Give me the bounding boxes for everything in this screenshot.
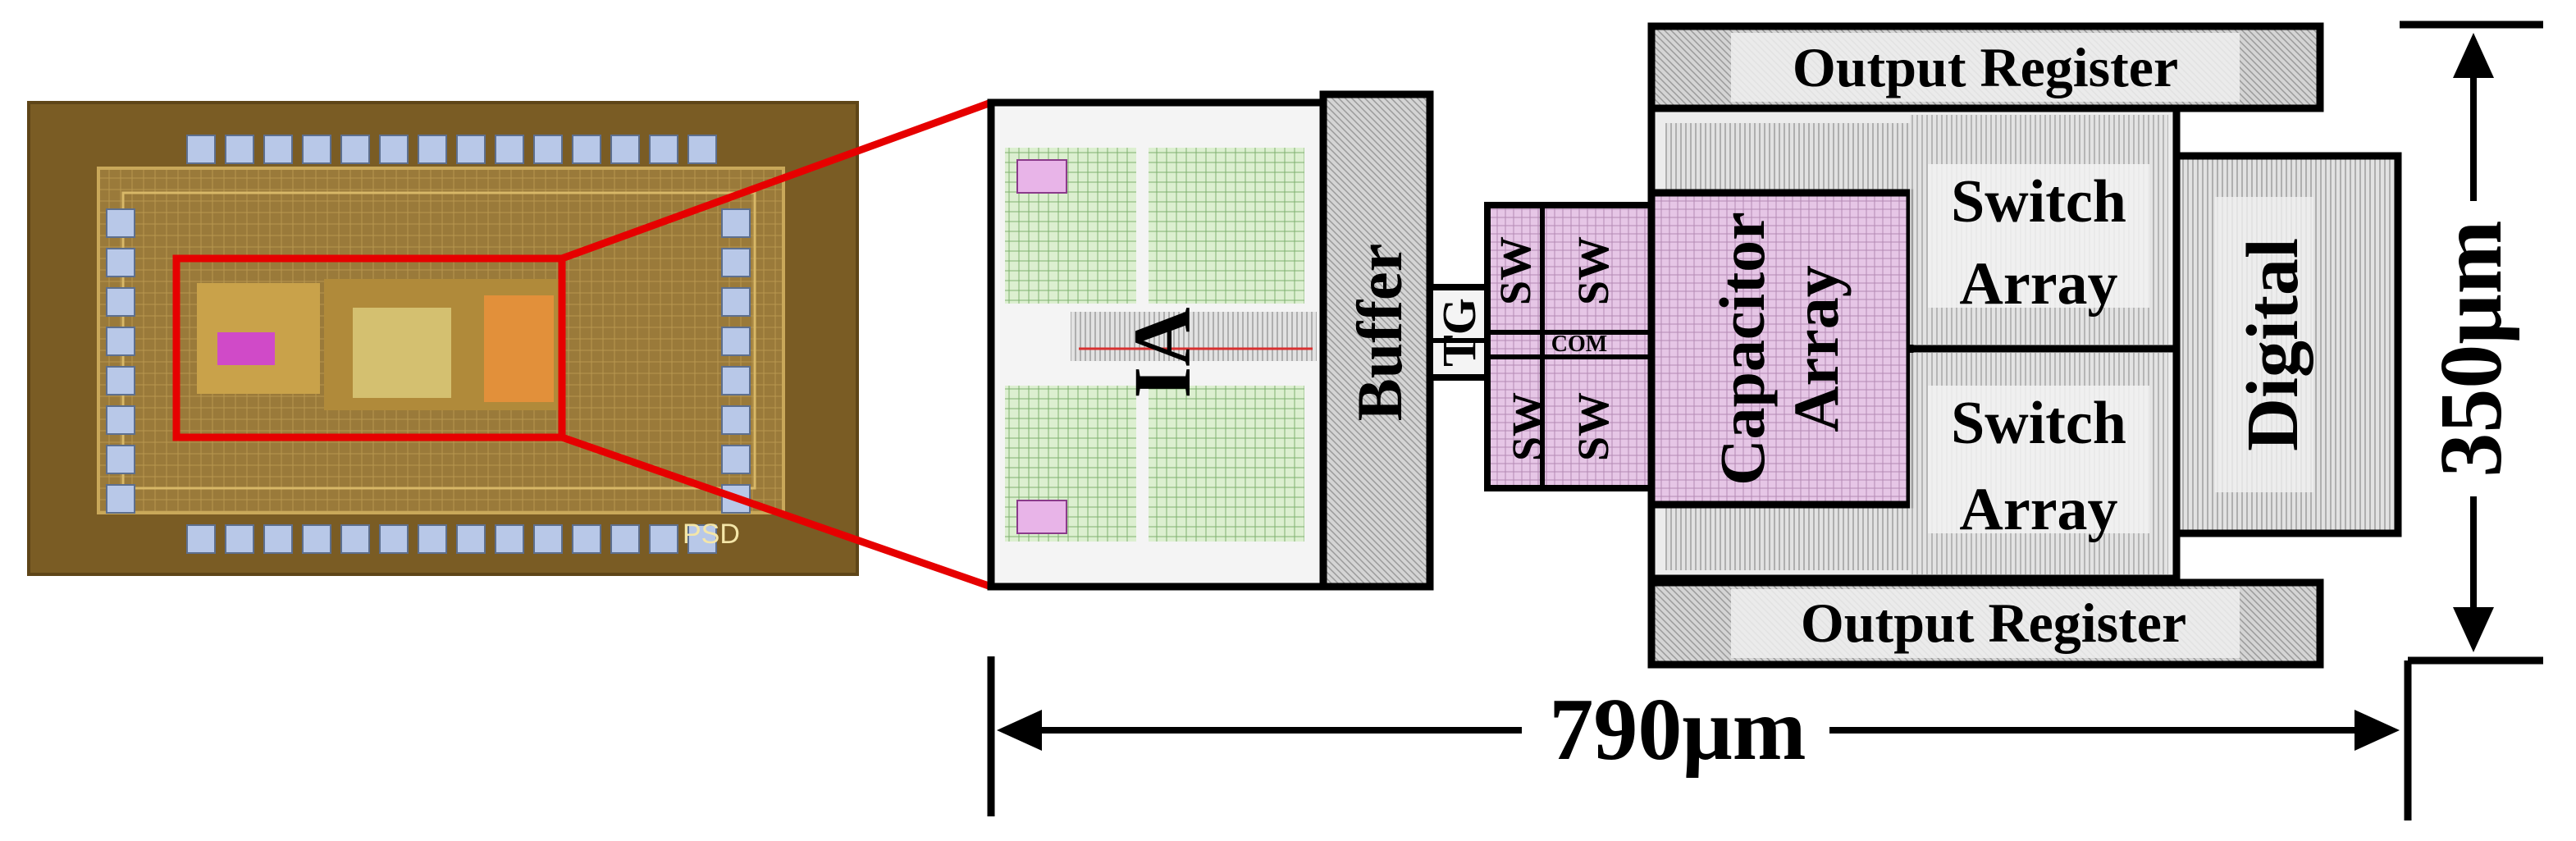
bond-pads-right: [721, 208, 751, 514]
sw-label-bottom-left: SW: [1503, 392, 1552, 461]
bond-pad: [186, 135, 216, 164]
layout-diagram: IA Buffer TG SW SW SW SW COM: [987, 21, 2543, 820]
bond-pad: [106, 327, 135, 356]
bond-pad: [106, 445, 135, 474]
height-dimension: 350μm: [2400, 21, 2543, 820]
output-register-top-block: Output Register: [1647, 22, 2324, 112]
bond-pad: [456, 135, 486, 164]
output-register-bottom-block: Output Register: [1647, 578, 2324, 669]
height-arrow-down: [2453, 607, 2494, 652]
sw-block: SW SW SW SW COM: [1484, 202, 1655, 491]
die-capacitor-area: [353, 308, 451, 398]
switch-array-top-block: Switch Array: [1910, 115, 2168, 345]
height-dimension-label: 350μm: [2423, 220, 2520, 477]
width-dimension-label: 790μm: [1549, 681, 1806, 779]
bond-pad: [379, 135, 409, 164]
bond-pad: [456, 524, 486, 554]
bond-pad: [263, 135, 293, 164]
output-register-bottom-label: Output Register: [1801, 592, 2186, 654]
width-arrow-right: [2354, 710, 2400, 751]
sw-label-top-right: SW: [1569, 236, 1618, 305]
buffer-block: Buffer: [1319, 90, 1434, 591]
com-label: COM: [1551, 331, 1607, 357]
switch-array-top-line1: Switch: [1951, 168, 2126, 235]
output-register-top-outline: [1647, 22, 2324, 112]
bond-pad: [106, 248, 135, 277]
bond-pad: [106, 484, 135, 514]
bond-pad: [572, 135, 601, 164]
switch-array-bottom-block: Switch Array: [1910, 353, 2168, 574]
bond-pad: [495, 135, 524, 164]
bond-pad: [106, 405, 135, 435]
die-photo: PSD: [27, 101, 859, 576]
bond-pad: [106, 208, 135, 238]
switch-array-bottom-line1: Switch: [1951, 390, 2126, 457]
bond-pad: [572, 524, 601, 554]
bond-pad: [721, 445, 751, 474]
bond-pad: [106, 287, 135, 317]
tg-label: TG: [1432, 298, 1486, 367]
bond-pad: [418, 135, 447, 164]
bond-pad: [721, 327, 751, 356]
switch-array-bottom-line2: Array: [1959, 476, 2117, 543]
digital-label: Digital: [2232, 238, 2313, 451]
width-arrow-left: [997, 710, 1042, 751]
sw-label-top-left: SW: [1491, 236, 1540, 305]
buffer-label: Buffer: [1344, 244, 1415, 422]
bond-pad: [302, 524, 331, 554]
die-marking-text: PSD: [683, 519, 740, 550]
die-magenta-block: [217, 332, 275, 365]
bond-pad: [687, 524, 717, 554]
bond-pad: [533, 135, 563, 164]
ia-block: IA: [987, 98, 1327, 591]
digital-outline: [2172, 152, 2402, 537]
output-register-top-label: Output Register: [1793, 36, 2178, 98]
bond-pad: [721, 366, 751, 395]
bond-pad: [721, 287, 751, 317]
bond-pad: [533, 524, 563, 554]
zoom-line-bottom: [560, 433, 993, 591]
bond-pad: [302, 135, 331, 164]
bond-pad: [379, 524, 409, 554]
zoom-highlight-box: [172, 254, 566, 441]
bond-pad: [687, 135, 717, 164]
ia-label: IA: [1117, 307, 1208, 398]
bond-pad: [418, 524, 447, 554]
capacitor-label-line2: Array: [1780, 265, 1852, 432]
tg-block: TG: [1427, 284, 1491, 381]
bond-pad: [649, 524, 678, 554]
bond-pads-bottom: [186, 524, 717, 554]
bond-pad: [225, 135, 254, 164]
bond-pad: [721, 208, 751, 238]
bond-pads-left: [106, 208, 135, 514]
die-digital-area: [484, 295, 554, 402]
bond-pad: [495, 524, 524, 554]
digital-block: Digital: [2172, 152, 2402, 537]
bond-pad: [649, 135, 678, 164]
bond-pad: [263, 524, 293, 554]
bond-pads-top: [186, 135, 717, 164]
bond-pad: [721, 248, 751, 277]
bond-pad: [721, 405, 751, 435]
bond-pad: [610, 524, 640, 554]
zoom-line-top: [560, 98, 993, 263]
height-arrow-up: [2453, 33, 2494, 78]
sw-label-bottom-right: SW: [1569, 392, 1618, 461]
bond-pad: [610, 135, 640, 164]
switch-array-top-line2: Array: [1959, 250, 2117, 318]
bond-pad: [186, 524, 216, 554]
bond-pad: [106, 366, 135, 395]
bond-pad: [340, 524, 370, 554]
bond-pad: [225, 524, 254, 554]
width-dimension: 790μm: [987, 656, 2400, 816]
capacitor-array-block: Capacitor Array: [1647, 189, 1914, 509]
output-register-bottom-outline: [1647, 578, 2324, 669]
capacitor-label-line1: Capacitor: [1706, 212, 1778, 486]
bond-pad: [340, 135, 370, 164]
